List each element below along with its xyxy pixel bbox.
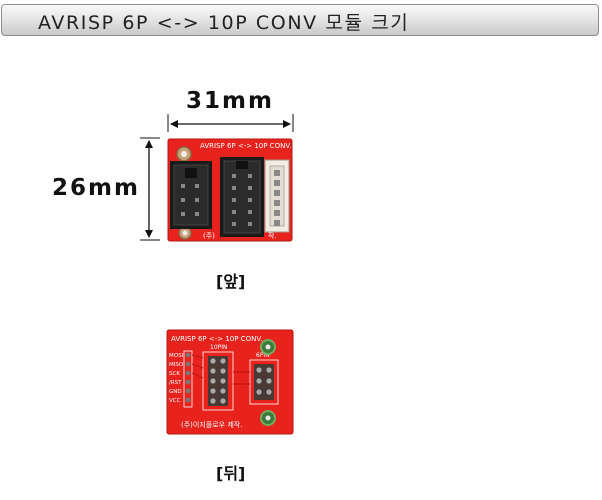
back-6pin-footprint bbox=[249, 359, 279, 405]
back-board: AVRISP 6P <-> 10P CONV. 10PIN 6PIN MOSI … bbox=[166, 329, 294, 435]
title-bar: AVRISP 6P <-> 10P CONV 모듈 크기 bbox=[1, 4, 599, 36]
back-6pin-label: 6PIN bbox=[256, 352, 270, 359]
height-dimension-line bbox=[140, 137, 160, 241]
width-dimension-label: 31mm bbox=[186, 88, 274, 114]
front-caption: [앞] bbox=[216, 272, 246, 291]
pin-label: VCC bbox=[169, 398, 181, 404]
height-dimension-label: 26mm bbox=[52, 175, 140, 201]
back-pin-labels: MOSI MISO SCK /RST GND VCC bbox=[169, 353, 184, 404]
pin-label: MOSI bbox=[169, 353, 184, 359]
pin-label: GND bbox=[169, 389, 182, 395]
front-6pin-header bbox=[170, 161, 212, 229]
pin-label: /RST bbox=[169, 380, 182, 386]
front-board-footer-left: (주) bbox=[203, 232, 215, 240]
back-pin-row bbox=[183, 350, 193, 408]
pin-label: SCK bbox=[169, 371, 180, 377]
back-10pin-label: 10PIN bbox=[210, 344, 228, 351]
back-10pin-footprint bbox=[202, 351, 234, 411]
front-board-label: AVRISP 6P <-> 10P CONV. bbox=[200, 142, 291, 150]
page-title: AVRISP 6P <-> 10P CONV 모듈 크기 bbox=[38, 12, 410, 34]
back-board-footer: (주)이지플로우 제작. bbox=[181, 420, 242, 429]
pin-label: MISO bbox=[169, 362, 184, 368]
front-10pin-header bbox=[220, 157, 264, 237]
back-caption: [뒤] bbox=[216, 464, 246, 483]
front-board: AVRISP 6P <-> 10P CONV. bbox=[167, 138, 293, 242]
front-board-footer-right: 작. bbox=[268, 231, 277, 240]
width-dimension-line bbox=[167, 114, 294, 132]
back-board-label: AVRISP 6P <-> 10P CONV. bbox=[171, 335, 262, 343]
front-6pin-socket bbox=[264, 159, 290, 233]
back-traces bbox=[191, 354, 250, 385]
